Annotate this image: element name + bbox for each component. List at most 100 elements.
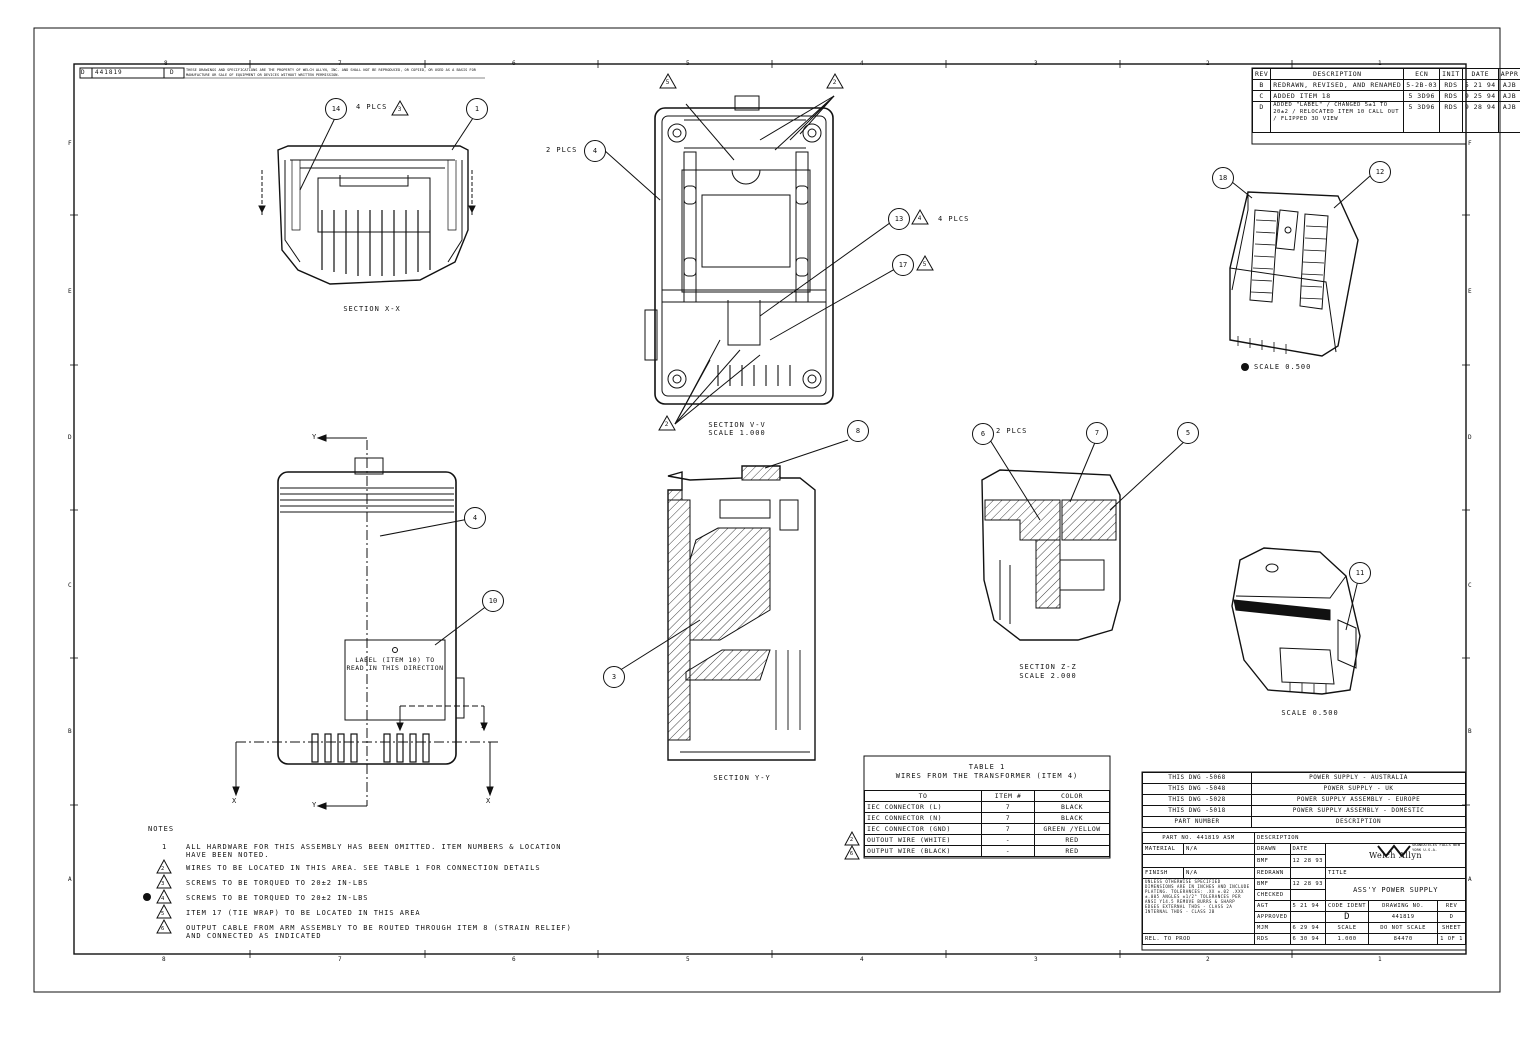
checked-by: AGT: [1254, 900, 1291, 912]
section-y-view: [613, 439, 849, 761]
rev-date: 9 25 94: [1461, 90, 1499, 102]
front-view: [232, 434, 498, 810]
wiring-item-header: ITEM #: [981, 790, 1035, 802]
outer-border: [33, 27, 1501, 993]
rev-date: 9 28 94: [1461, 101, 1499, 133]
rev-ecn: 5-2B-03: [1403, 79, 1441, 91]
rev-init: RDS: [1439, 101, 1463, 133]
isometric-view-top: [1229, 175, 1371, 357]
proprietary-notice: THESE DRAWINGS AND SPECIFICATIONS ARE TH…: [186, 68, 476, 77]
revision-row: D ADDED "LABEL" / CHANGED 5±1 TO 20±2 / …: [1251, 101, 1520, 133]
variant-desc: POWER SUPPLY - UK: [1251, 783, 1466, 795]
zone-bottom-8: 8: [162, 956, 166, 963]
balloon-item-4-top: 4: [584, 140, 606, 162]
variant-dwg: THIS DWG -5068: [1142, 772, 1252, 784]
rev-appr: AJB: [1497, 90, 1520, 102]
title-label: TITLE: [1325, 867, 1466, 879]
balloon-item-14: 14: [325, 98, 347, 120]
wiring-color: GREEN /YELLOW: [1034, 823, 1110, 835]
flag-note-3: 3: [397, 106, 403, 113]
wiring-color: BLACK: [1034, 801, 1110, 813]
wiring-to: IEC CONNECTOR (GND): [864, 823, 982, 835]
rev-appr: AJB: [1497, 79, 1520, 91]
drawing-number-top: 441819: [95, 69, 123, 76]
approved-date: 6 29 94: [1289, 922, 1326, 934]
balloon-item-13: 13: [888, 208, 910, 230]
section-z-caption: SECTION Z-Z: [1019, 663, 1077, 671]
tolerance-text: UNLESS OTHERWISE SPECIFIED DIMENSIONS AR…: [1142, 878, 1255, 934]
wiring-item: 7: [981, 812, 1035, 824]
table-flag-6: 6: [849, 851, 855, 857]
rev-description: REDRAWN, REVISED, AND RENAMED: [1270, 79, 1405, 91]
drawing-no: 441819: [1368, 911, 1439, 923]
rev-label: REV: [1437, 900, 1466, 912]
table-flag-2: 2: [849, 837, 855, 843]
zone-right-b: B: [1468, 728, 1472, 735]
notes-title: NOTES: [148, 825, 175, 833]
iso-bottom-scale: SCALE 0.500: [1281, 709, 1339, 717]
rev-init: RDS: [1439, 90, 1463, 102]
zone-left-f: F: [68, 140, 72, 147]
rev-value: D: [1437, 911, 1466, 923]
wiring-item: 7: [981, 823, 1035, 835]
do-not-scale: DO NOT SCALE: [1368, 922, 1439, 934]
note-mark-3: 3: [161, 881, 166, 887]
checked-label: CHECKED: [1254, 889, 1291, 901]
finish-label: FINISH: [1142, 867, 1184, 879]
flag-note-5: 5: [665, 79, 671, 86]
company-address: SKANEATELES FALLS NEW YORK U.S.A.: [1412, 842, 1461, 852]
zone-bottom-2: 2: [1206, 956, 1210, 963]
sheet-label: SHEET: [1437, 922, 1466, 934]
variant-dwg: THIS DWG -5048: [1142, 783, 1252, 795]
zone-bottom-6: 6: [512, 956, 516, 963]
approved-label: APPROVED: [1254, 911, 1291, 923]
label-direction-callout: LABEL (ITEM 10) TO READ IN THIS DIRECTIO…: [346, 656, 444, 672]
rev-description: ADDED "LABEL" / CHANGED 5±1 TO 20±2 / RE…: [1270, 101, 1405, 133]
note-text-5: ITEM 17 (TIE WRAP) TO BE LOCATED IN THIS…: [186, 909, 421, 917]
balloon-item-8: 8: [847, 420, 869, 442]
revision-table: REV DESCRIPTION ECN INIT DATE APPR B RED…: [1251, 68, 1520, 133]
revision-row: C ADDED ITEM 18 5 3D96 RDS 9 25 94 AJB: [1251, 90, 1520, 102]
zone-top-4: 4: [860, 60, 864, 67]
inner-border: [73, 63, 1467, 955]
note-text-6b: AND CONNECTED AS INDICATED: [186, 932, 322, 940]
note-text-3: SCREWS TO BE TORQUED TO 20±2 IN-LBS: [186, 879, 369, 887]
balloon-item-4-bottom: 4: [464, 507, 486, 529]
note-mark-6: 6: [161, 926, 166, 932]
iso-top-scale: SCALE 0.500: [1254, 363, 1312, 371]
wiring-color: BLACK: [1034, 812, 1110, 824]
code-ident-value: 84470: [1368, 933, 1439, 945]
zone-bottom-7: 7: [338, 956, 342, 963]
zone-bottom-4: 4: [860, 956, 864, 963]
variant-dwg: THIS DWG -5018: [1142, 805, 1252, 817]
drawn-by: BMF: [1254, 854, 1291, 868]
variant-dwg: THIS DWG -5028: [1142, 794, 1252, 806]
redrawn-date: 12 28 93: [1289, 878, 1326, 890]
balloon-item-5: 5: [1177, 422, 1199, 444]
section-v-scale: SCALE 1.000: [708, 429, 766, 437]
zone-right-d: D: [1468, 434, 1472, 441]
code-ident-label: CODE IDENT: [1324, 900, 1370, 912]
rev-init: RDS: [1439, 79, 1463, 91]
zone-left-d: D: [68, 434, 72, 441]
note-bullet-icon: [143, 893, 151, 901]
zone-left-c: C: [68, 582, 72, 589]
revision-row: B REDRAWN, REVISED, AND RENAMED 5-2B-03 …: [1251, 79, 1520, 91]
wiring-item: -: [981, 834, 1035, 846]
wiring-color-header: COLOR: [1034, 790, 1110, 802]
checked-date: 5 21 94: [1289, 900, 1326, 912]
note-mark-4: 4: [161, 896, 166, 902]
rel-by: RDS: [1254, 933, 1291, 945]
zone-ticks: [70, 60, 1470, 958]
note-text-1: ALL HARDWARE FOR THIS ASSEMBLY HAS BEEN …: [186, 843, 562, 851]
drawing-no-label: DRAWING NO.: [1368, 900, 1439, 912]
rev-date-header: DATE: [1461, 68, 1499, 80]
rev-description: ADDED ITEM 18: [1270, 90, 1405, 102]
section-v-caption: SECTION V-V: [708, 421, 766, 429]
